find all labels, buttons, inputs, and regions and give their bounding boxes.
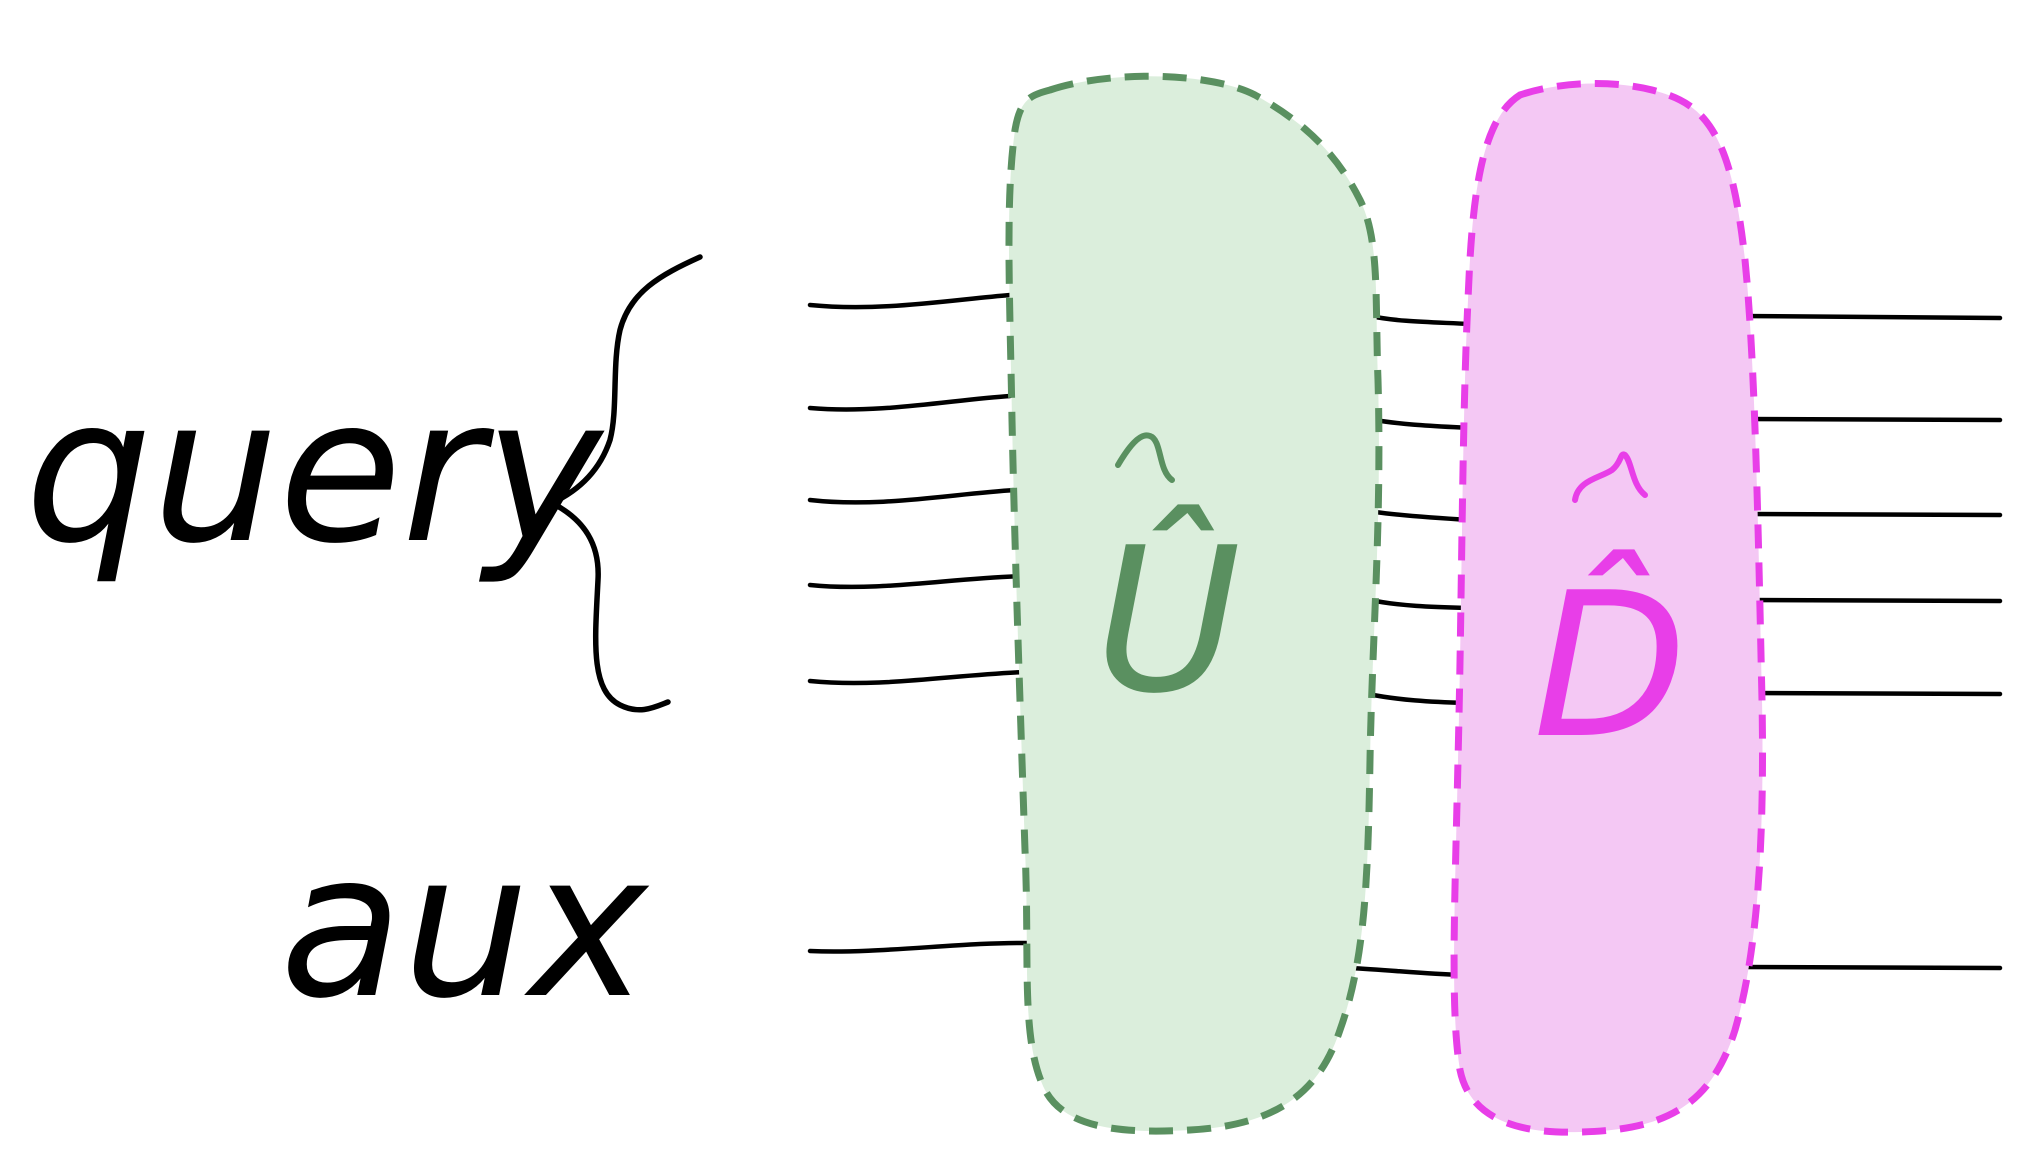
u-hat-mark <box>1115 432 1175 483</box>
middle-wire-3 <box>1372 509 1473 523</box>
query-brace <box>549 254 703 713</box>
u-gate-blob <box>1005 72 1383 1135</box>
middle-wire-aux <box>1347 965 1465 978</box>
middle-wire-4 <box>1367 597 1471 611</box>
middle-wire-5 <box>1365 691 1469 706</box>
input-wire-5 <box>807 669 1028 686</box>
output-wire-2 <box>1742 416 2003 423</box>
output-wire-3 <box>1745 511 2003 518</box>
output-wire-4 <box>1745 597 2003 604</box>
query-label: query <box>25 355 605 588</box>
output-wire-1 <box>1737 313 2003 321</box>
aux-label: aux <box>280 810 650 1043</box>
middle-wire-1 <box>1367 313 1473 327</box>
input-wire-aux <box>807 940 1033 954</box>
output-wire-aux <box>1737 964 2003 971</box>
input-wire-2 <box>807 393 1013 412</box>
middle-wire-2 <box>1372 417 1473 431</box>
output-wires <box>1737 313 2003 971</box>
middle-wires <box>1347 313 1473 978</box>
output-wire-5 <box>1745 690 2003 697</box>
d-gate-label: D̂ <box>1533 550 1687 783</box>
d-gate-blob <box>1450 80 1767 1136</box>
input-wire-3 <box>807 487 1018 505</box>
u-gate-label: Û <box>1095 504 1241 738</box>
input-wires <box>807 292 1033 954</box>
d-hat-mark <box>1572 451 1648 503</box>
input-wire-1 <box>807 292 1013 310</box>
input-wire-4 <box>807 573 1028 590</box>
